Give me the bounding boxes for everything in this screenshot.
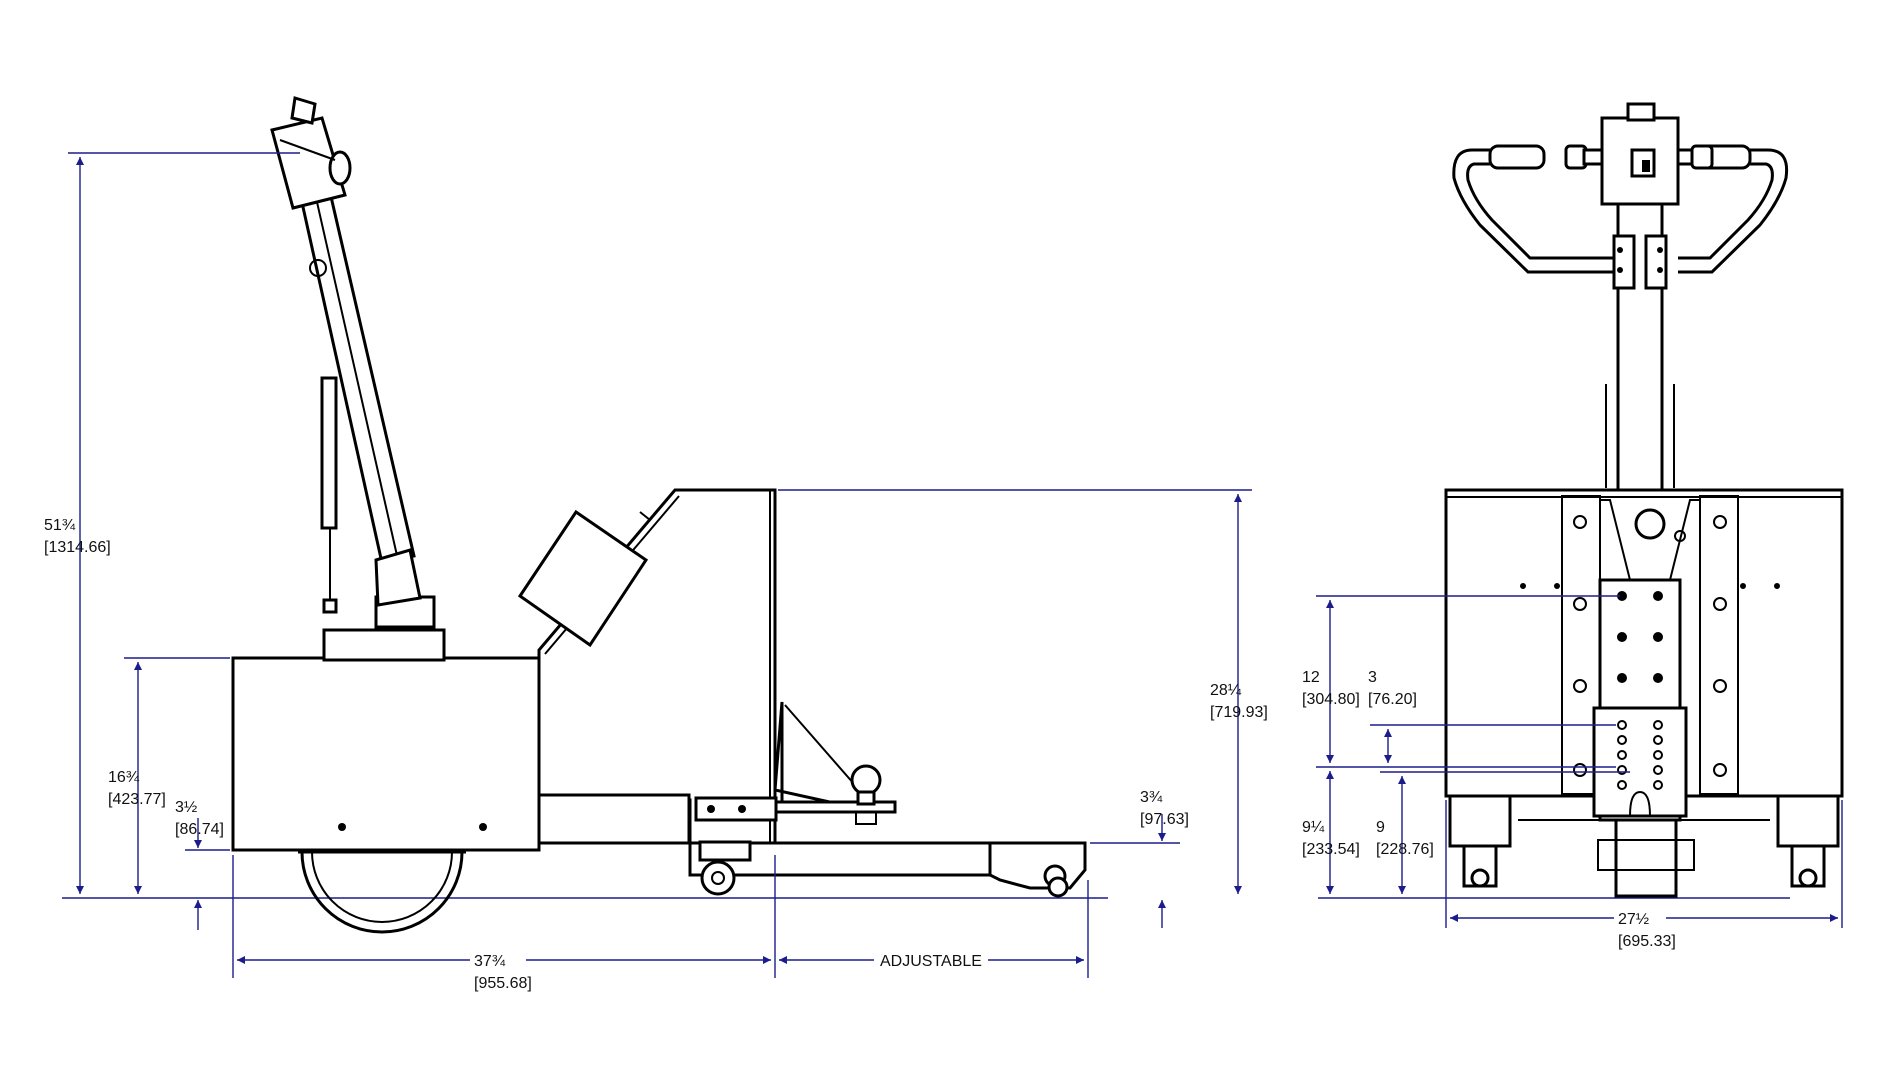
dim-box-height-frac: 16¾ [108, 769, 140, 786]
dim-deck-height-frac: 28¼ [1210, 682, 1242, 699]
tiller-base [322, 628, 446, 662]
dim-ground-clearance-frac: 3½ [175, 799, 197, 816]
body-rivet [479, 823, 487, 831]
dim-box-height: 16¾ [423.77] [108, 657, 230, 894]
dim-hitch-step-metric: [76.20] [1368, 691, 1417, 708]
frame-rail [537, 793, 691, 845]
dim-overall-height-metric: [1314.66] [44, 539, 111, 556]
dim-hitch-low: 9¼ [233.54] [1302, 771, 1360, 894]
side-view: 51¾ [1314.66] 16¾ [423.77] 3½ [86.74] 28… [44, 96, 1268, 992]
dim-overall-height: 51¾ [1314.66] [44, 152, 300, 894]
dim-hitch-step: 3 [76.20] [1316, 669, 1616, 768]
front-mast [1605, 202, 1675, 496]
dim-overall-width-frac: 27½ [1618, 911, 1649, 928]
front-view: 12 [304.80] 3 [76.20] 9¼ [233.54] 9 [228… [1302, 102, 1844, 950]
dim-hitch-adjustable-label: ADJUSTABLE [880, 953, 982, 970]
gas-strut [320, 376, 338, 614]
dim-hitch-min-metric: [228.76] [1376, 841, 1434, 858]
dim-body-length-metric: [955.68] [474, 975, 532, 992]
front-side-plates [1520, 495, 1780, 795]
dim-hitch-low-metric: [233.54] [1302, 841, 1360, 858]
dim-overall-width: 27½ [695.33] [1445, 800, 1843, 950]
tiller-arm [295, 173, 422, 607]
body-rivet [338, 823, 346, 831]
dim-ground-clearance: 3½ [86.74] [175, 799, 230, 930]
main-body [231, 656, 541, 852]
front-drive-wheel [1518, 818, 1770, 898]
front-control-head [1600, 102, 1680, 206]
front-hitch-plate [1592, 578, 1688, 822]
dim-hitch-min: 9 [228.76] [1376, 771, 1630, 894]
dim-overall-width-metric: [695.33] [1618, 933, 1676, 950]
dim-hitch-step-frac: 3 [1368, 669, 1377, 686]
dim-overall-height-frac: 51¾ [44, 517, 76, 534]
control-panel [517, 509, 651, 648]
dim-ground-clearance-metric: [86.74] [175, 821, 224, 838]
dim-box-height-metric: [423.77] [108, 791, 166, 808]
drive-wheel [298, 850, 466, 934]
dim-hitch-beam-height: 3¾ [97.63] [1090, 789, 1189, 928]
dim-hitch-min-frac: 9 [1376, 819, 1385, 836]
dim-hitch-low-frac: 9¼ [1302, 819, 1325, 836]
caster-wheel [698, 840, 752, 896]
hitch-ball [850, 764, 882, 825]
left-grip [1488, 144, 1546, 170]
front-right-wheel [1776, 794, 1840, 888]
dim-deck-height: 28¼ [719.93] [778, 489, 1268, 894]
dim-hitch-top-frac: 12 [1302, 669, 1320, 686]
tiller-head [270, 96, 352, 277]
dim-hitch-beam-height-frac: 3¾ [1140, 789, 1163, 806]
dim-body-length-frac: 37¾ [474, 953, 506, 970]
front-left-wheel [1448, 794, 1512, 888]
dim-hitch-adjustable: ADJUSTABLE [779, 880, 1089, 978]
dim-hitch-top-metric: [304.80] [1302, 691, 1360, 708]
dim-hitch-top: 12 [304.80] [1302, 595, 1620, 763]
dim-hitch-beam-height-metric: [97.63] [1140, 811, 1189, 828]
dim-body-length: 37¾ [955.68] [232, 855, 776, 992]
dim-deck-height-metric: [719.93] [1210, 704, 1268, 721]
